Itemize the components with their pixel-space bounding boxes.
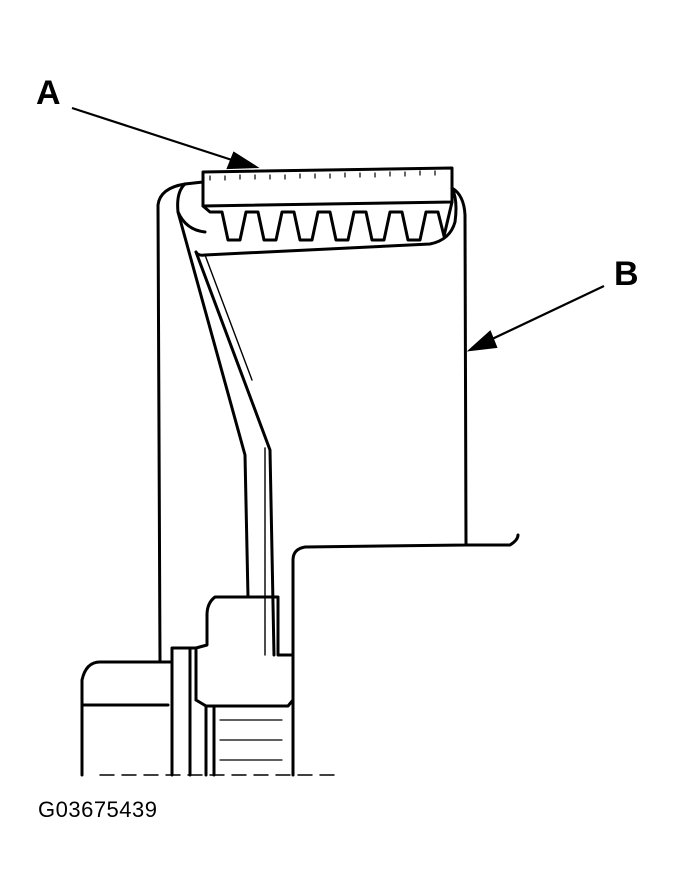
- pulley-web-inner: [194, 250, 276, 657]
- callout-a-leader: [71, 106, 233, 162]
- shaft-thread-lines: [219, 719, 283, 761]
- callout-b-leader: [489, 285, 605, 341]
- pulley-web-outer: [176, 210, 250, 599]
- shaft-hex-nut: [80, 660, 170, 777]
- callout-a-arrowhead: [226, 151, 260, 170]
- shaft-collar: [170, 646, 295, 777]
- callout-label-a: A: [36, 74, 61, 112]
- callout-label-b: B: [614, 255, 639, 293]
- belt-ribs: [201, 200, 454, 242]
- callout-b-arrowhead: [466, 330, 498, 352]
- belt-texture: [209, 170, 436, 181]
- figure-id-label: G03675439: [38, 797, 158, 822]
- pulley-body: [156, 180, 520, 664]
- belt-outer: [201, 166, 454, 208]
- pulley-web-shading: [204, 254, 266, 656]
